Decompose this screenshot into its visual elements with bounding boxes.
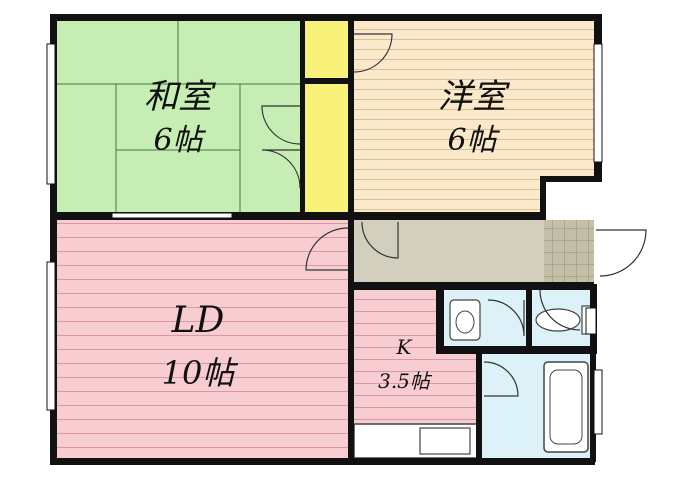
kitchen-sink xyxy=(419,427,471,455)
youshitsu-name: 洋室 xyxy=(438,77,511,117)
washitsu-size: 6帖 xyxy=(153,123,206,158)
bathtub-inner xyxy=(549,369,583,445)
closet-bottom xyxy=(304,84,348,214)
washbasin-bowl xyxy=(455,310,475,334)
closet-top xyxy=(304,20,348,78)
kitchen-name: K xyxy=(396,335,413,359)
tatami-lines xyxy=(56,20,300,214)
ld-name: LD xyxy=(171,300,225,341)
ld-size: 10帖 xyxy=(162,354,239,392)
kitchen-size: 3.5帖 xyxy=(378,369,433,393)
ld-room xyxy=(56,220,350,458)
hallway xyxy=(354,220,544,284)
windows xyxy=(46,43,603,435)
youshitsu-closet xyxy=(546,180,596,214)
toilet-bowl xyxy=(535,308,581,332)
washitsu-name: 和室 xyxy=(144,77,217,117)
youshitsu-size: 6帖 xyxy=(447,123,500,158)
genkan-floor xyxy=(544,220,594,284)
door-swings xyxy=(261,33,647,397)
